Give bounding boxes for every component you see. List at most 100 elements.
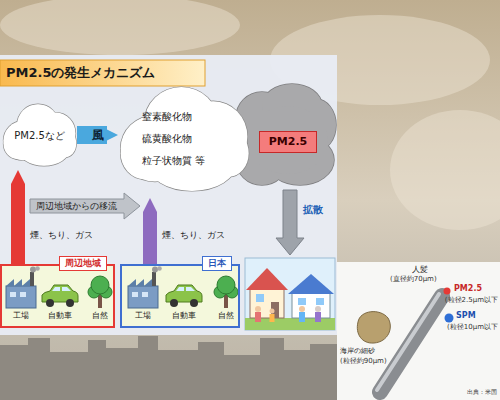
arrow-label: 風: [89, 126, 107, 144]
area-heading-tab: 日本: [202, 256, 232, 271]
cloud-label: PM2.5など: [14, 129, 65, 142]
arrow-label: 煙、ちり、ガス: [162, 229, 225, 241]
source-cloud: PM2.5など: [2, 100, 77, 170]
size-note: (粒径2.5μm以下: [445, 296, 498, 305]
person-body: [270, 314, 275, 322]
car-body: [42, 285, 78, 302]
size-note: (粒径10μm以下: [447, 323, 498, 332]
cloud-text-area: 窒素酸化物 硫黄酸化物 粒子状物質 等: [118, 80, 250, 198]
window: [10, 292, 16, 297]
hair-strand: [380, 296, 442, 392]
pm25-particle: [444, 288, 451, 295]
cloud-fill: [121, 87, 249, 191]
factory-roof: [128, 279, 152, 286]
wheel: [170, 299, 178, 307]
person-head: [270, 309, 275, 314]
block-arrow: [143, 212, 157, 264]
source-label: 自然: [92, 311, 108, 321]
block-arrow: [11, 184, 25, 264]
window: [316, 298, 324, 305]
particle-size-illustration: [337, 262, 500, 400]
wheel: [190, 299, 198, 307]
source-credit: 出典：米国: [467, 388, 497, 396]
smoke: [152, 267, 158, 273]
wheel: [66, 299, 74, 307]
car-window: [52, 287, 60, 291]
factory-icon: [128, 266, 162, 308]
cloud-outline: [121, 87, 249, 191]
smoke: [157, 266, 162, 271]
house-wall: [292, 292, 330, 318]
person-body: [299, 312, 305, 322]
house-roof: [246, 268, 288, 290]
source-label: 自動車: [172, 311, 196, 321]
car-icon: [166, 285, 202, 307]
person-head: [255, 306, 261, 312]
factory-wall: [128, 286, 158, 308]
wheel: [46, 299, 54, 307]
pm25-box: PM2.5: [259, 131, 318, 153]
smoke: [30, 267, 36, 273]
car-window: [62, 287, 71, 291]
person-head: [315, 306, 321, 312]
factory-icon: [6, 266, 40, 308]
car-window: [186, 287, 195, 291]
tree-crown: [217, 276, 235, 294]
cloud-text-area: PM2.5など: [2, 100, 77, 170]
haze: [0, 0, 240, 55]
factory-roof: [6, 279, 30, 286]
source-label: 工場: [135, 311, 151, 321]
cloud-puff: [134, 106, 234, 177]
tree-icon: [88, 276, 112, 308]
sand-grain: [357, 312, 390, 343]
source-area-box: 日本工場自動車自然: [120, 264, 240, 328]
block-arrow: [77, 126, 106, 144]
migration-arrow: [30, 193, 140, 219]
source-label: 自然: [218, 311, 234, 321]
car-icon: [42, 285, 78, 307]
particle-label: SPM: [456, 311, 476, 321]
diffusion-label: 拡散: [303, 203, 323, 216]
window: [142, 292, 148, 297]
cloud-fill: [4, 104, 77, 166]
person-body: [315, 312, 321, 322]
area-heading-tab: 周辺地域: [59, 256, 107, 271]
cloud-outline: [4, 104, 77, 166]
spm-particle: [445, 314, 454, 323]
cloud-label: 窒素酸化物 硫黄酸化物 粒子状物質 等: [142, 106, 226, 172]
source-label: 自動車: [48, 311, 72, 321]
chimney: [152, 272, 156, 286]
cloud-outline: [236, 84, 336, 185]
hair-label: 人髪: [412, 265, 428, 275]
arrow-label: 煙、ちり、ガス: [30, 229, 93, 241]
person-head: [299, 306, 305, 312]
box-label: PM2.5: [269, 135, 308, 149]
haze: [390, 110, 500, 230]
cloud-puff: [248, 106, 328, 174]
source-label: 工場: [13, 311, 29, 321]
window: [256, 294, 264, 302]
slide-title: PM2.5の発生メカニズム: [6, 65, 156, 81]
sand-label: 海岸の細砂: [340, 347, 375, 356]
houses-illustration: [245, 258, 335, 330]
cloud-puff: [11, 115, 68, 157]
slide-panel: [0, 55, 337, 335]
smoke: [35, 266, 40, 271]
cloud-puff: [11, 115, 68, 157]
title-band: [0, 60, 205, 86]
pollutant-cloud: 窒素酸化物 硫黄酸化物 粒子状物質 等: [118, 80, 250, 198]
window: [298, 298, 306, 305]
chimney: [30, 272, 34, 286]
cloud-puff: [248, 106, 328, 174]
migration-label: 周辺地域からの移流: [36, 200, 117, 212]
particle-label: PM2.5: [454, 284, 482, 294]
tree-crown: [91, 276, 109, 294]
cloud-fill: [236, 84, 336, 185]
size-note: (直径約70μm): [390, 275, 437, 284]
factory-wall: [6, 286, 36, 308]
smog-overlay: [0, 330, 340, 400]
house-roof: [288, 274, 334, 294]
hair-highlight: [377, 294, 439, 390]
